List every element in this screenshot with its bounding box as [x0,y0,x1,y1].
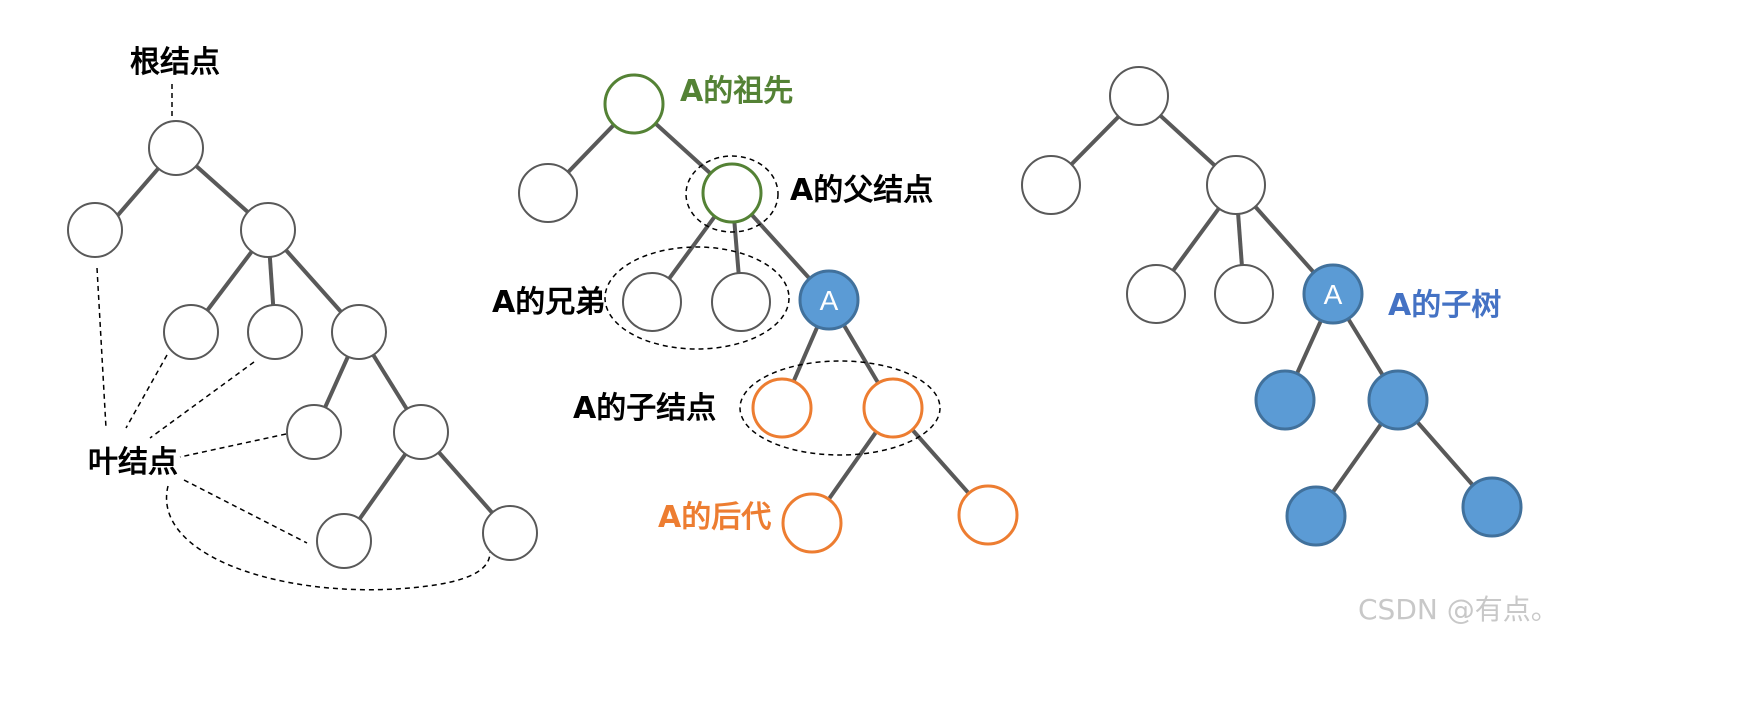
tree-node [1109,66,1169,126]
leaf-node [286,404,342,460]
tree-2-relations: A A的祖先 A的父结点 A的兄弟 A的子结点 A的后代 [492,73,1019,554]
leaf-label: 叶结点 [88,445,178,480]
ancestor-node [603,73,665,135]
tree-node [518,163,578,223]
leaf-node [247,304,303,360]
leaf-leader-line [179,433,287,458]
tree-1-dashed-leaders [96,84,491,591]
tree-node [67,202,123,258]
child-node [751,377,813,439]
descendants-label: A的后代 [658,500,771,535]
tree-node [1126,264,1186,324]
node-a-letter: A [1324,279,1343,310]
tree-3-nodes [1021,66,1523,547]
subtree-node [1461,476,1523,538]
tree-node [331,304,387,360]
tree-node [240,202,296,258]
descendant-node [957,484,1019,546]
siblings-label: A的兄弟 [492,285,605,320]
sibling-node [622,272,682,332]
siblings-highlight-ellipse [604,246,790,350]
node-a [1302,263,1364,325]
descendant-node [781,492,843,554]
subtree-label: A的子树 [1388,288,1501,323]
tree-node [393,404,449,460]
subtree-node [1367,369,1429,431]
root-label: 根结点 [130,45,220,80]
subtree-node [1254,369,1316,431]
ancestor-label: A的祖先 [680,74,793,109]
tree-node [1021,155,1081,215]
leaf-leader-curve [165,485,491,591]
root-node [148,120,204,176]
node-a [798,269,860,331]
leaf-node [482,505,538,561]
tree-2-nodes [518,73,1019,554]
children-label: A的子结点 [573,391,716,426]
leaf-leader-line [96,267,107,429]
tree-1-nodes [67,120,538,569]
parent-highlight-ellipse [685,155,779,233]
subtree-node [1285,485,1347,547]
tree-1-root-leaf: 根结点 叶结点 [67,45,538,591]
leaf-leader-line [149,361,255,439]
node-a-letter: A [820,285,839,316]
parent-label: A的父结点 [790,173,933,208]
tree-node [1214,264,1274,324]
tree-node [1206,155,1266,215]
child-node [862,377,924,439]
children-highlight-ellipse [739,360,941,456]
watermark: CSDN @有点。 [1358,593,1559,626]
leaf-node [163,304,219,360]
tree-2-dashed-groups [604,155,941,456]
tree-1-edges [103,146,512,543]
tree-3-subtree: A A的子树 [1021,66,1523,547]
parent-node [701,162,763,224]
leaf-leader-line [125,354,168,429]
leaf-leader-line [183,479,308,544]
leaf-node [316,513,372,569]
sibling-node [711,272,771,332]
